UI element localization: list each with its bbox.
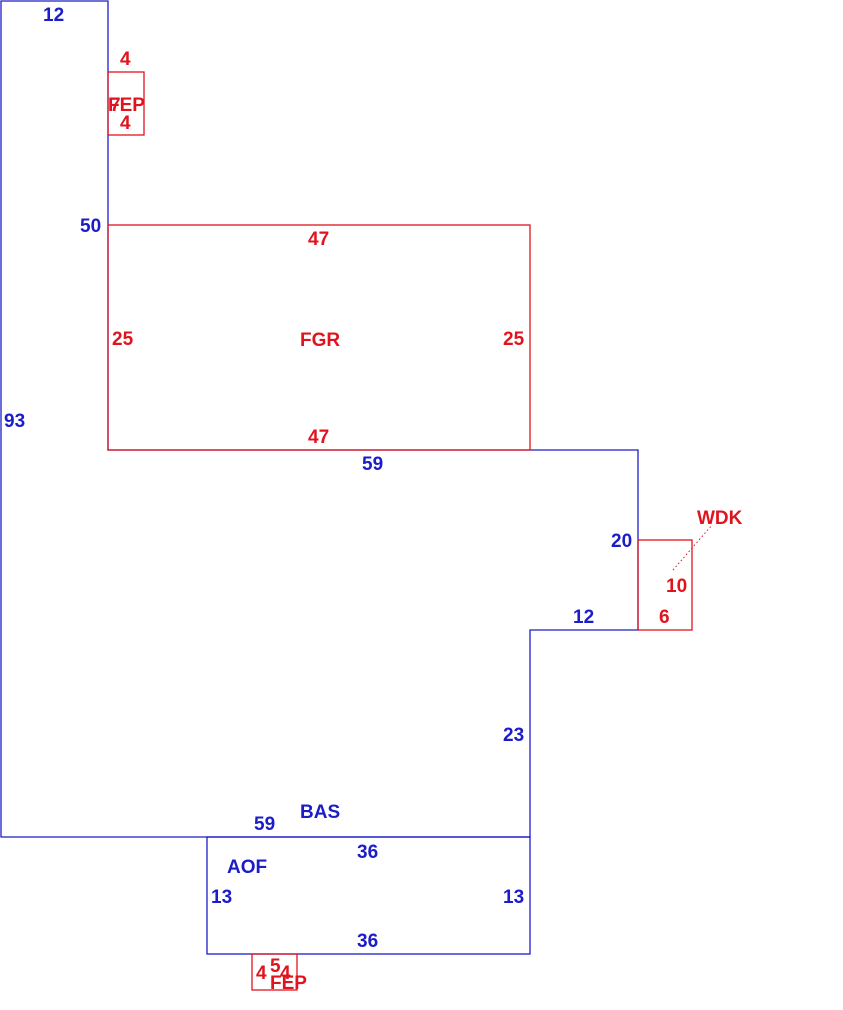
bas-area: BAS 12 93 50 59 20 12 23 59 (0, 0, 639, 838)
fgr-dim-right: 25 (503, 329, 525, 350)
bas-dim-step: 12 (573, 607, 594, 628)
aof-area: AOF 36 36 13 13 (206, 836, 531, 955)
fgr-dim-left: 25 (112, 329, 134, 350)
aof-dim-bottom: 36 (357, 931, 378, 952)
fep-bottom-outline (251, 953, 298, 991)
aof-outline (206, 836, 531, 955)
fep-top-area: 4 7 FEP 4 (107, 49, 145, 136)
aof-label: AOF (227, 857, 267, 878)
fep-bottom-dim-right: 4 (280, 963, 291, 984)
wdk-dim-side: 10 (666, 576, 687, 597)
bas-dim-right-step: 20 (611, 531, 632, 552)
fgr-outline (107, 224, 531, 451)
fgr-area: FGR 47 47 25 25 (107, 224, 531, 451)
fgr-label: FGR (300, 330, 340, 351)
fep-top-outline (107, 71, 145, 136)
bas-dim-left: 93 (4, 411, 25, 432)
fep-top-label: FEP (108, 95, 145, 116)
aof-dim-top: 36 (357, 842, 378, 863)
aof-dim-left: 13 (211, 887, 232, 908)
bas-dim-upper-right: 50 (80, 216, 101, 237)
bas-outline (0, 0, 639, 838)
wdk-area: WDK 10 6 (637, 508, 743, 631)
wdk-dim-bottom: 6 (659, 607, 670, 628)
fep-bottom-label: FEP (270, 973, 307, 994)
aof-dim-right: 13 (503, 887, 524, 908)
fep-bottom-area: 5 4 4 FEP (251, 953, 307, 994)
wdk-label: WDK (697, 508, 743, 529)
fep-bottom-dim-left: 4 (256, 963, 267, 984)
fep-top-dim-bottom: 4 (120, 113, 131, 134)
fep-bottom-dim-top: 5 (270, 956, 281, 977)
fep-top-dim-top: 4 (120, 49, 131, 70)
bas-label: BAS (300, 802, 340, 823)
bas-dim-mid-top: 59 (362, 454, 383, 475)
fgr-dim-bottom: 47 (308, 427, 329, 448)
bas-dim-top: 12 (43, 5, 64, 26)
wdk-outline (637, 539, 693, 631)
bas-dim-bottom: 59 (254, 814, 275, 835)
fgr-dim-top: 47 (308, 229, 329, 250)
fep-top-overlap-text: 7 (110, 95, 121, 116)
bas-dim-right-lower: 23 (503, 725, 524, 746)
